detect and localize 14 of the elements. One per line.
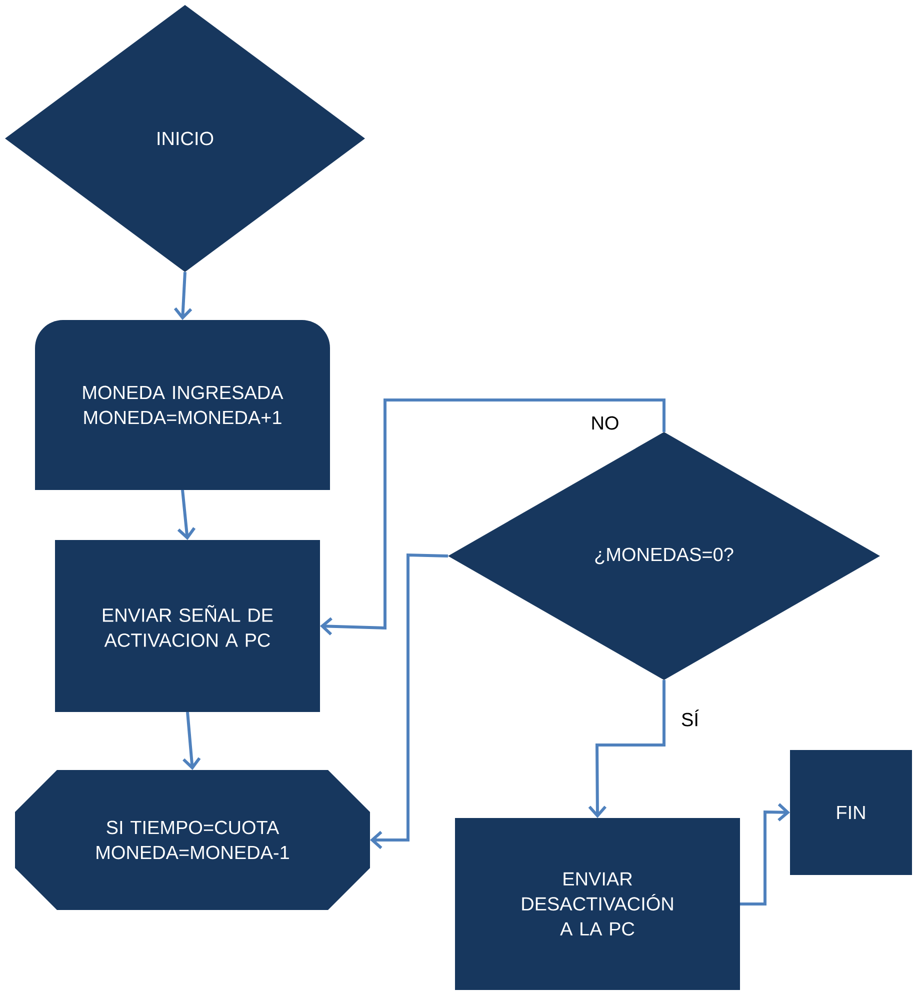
process-box: MONEDA INGRESADA MONEDA=MONEDA+1 (35, 320, 330, 490)
edge-label: SÍ (682, 710, 699, 726)
process-box: ENVIAR DESACTIVACIÓN A LA PC (455, 818, 740, 990)
arrow (182, 712, 201, 770)
arrow (740, 803, 790, 906)
arrow (177, 490, 196, 540)
arrow (320, 398, 666, 636)
arrow (588, 680, 666, 818)
arrow (174, 272, 192, 320)
end-box: FIN (790, 750, 912, 875)
process-box: ENVIAR SEÑAL DE ACTIVACION A PC (55, 540, 320, 712)
process-octagon: SI TIEMPO=CUOTA MONEDA=MONEDA-1 (15, 770, 370, 910)
arrow (370, 553, 448, 850)
edge-label: NO (592, 416, 618, 430)
